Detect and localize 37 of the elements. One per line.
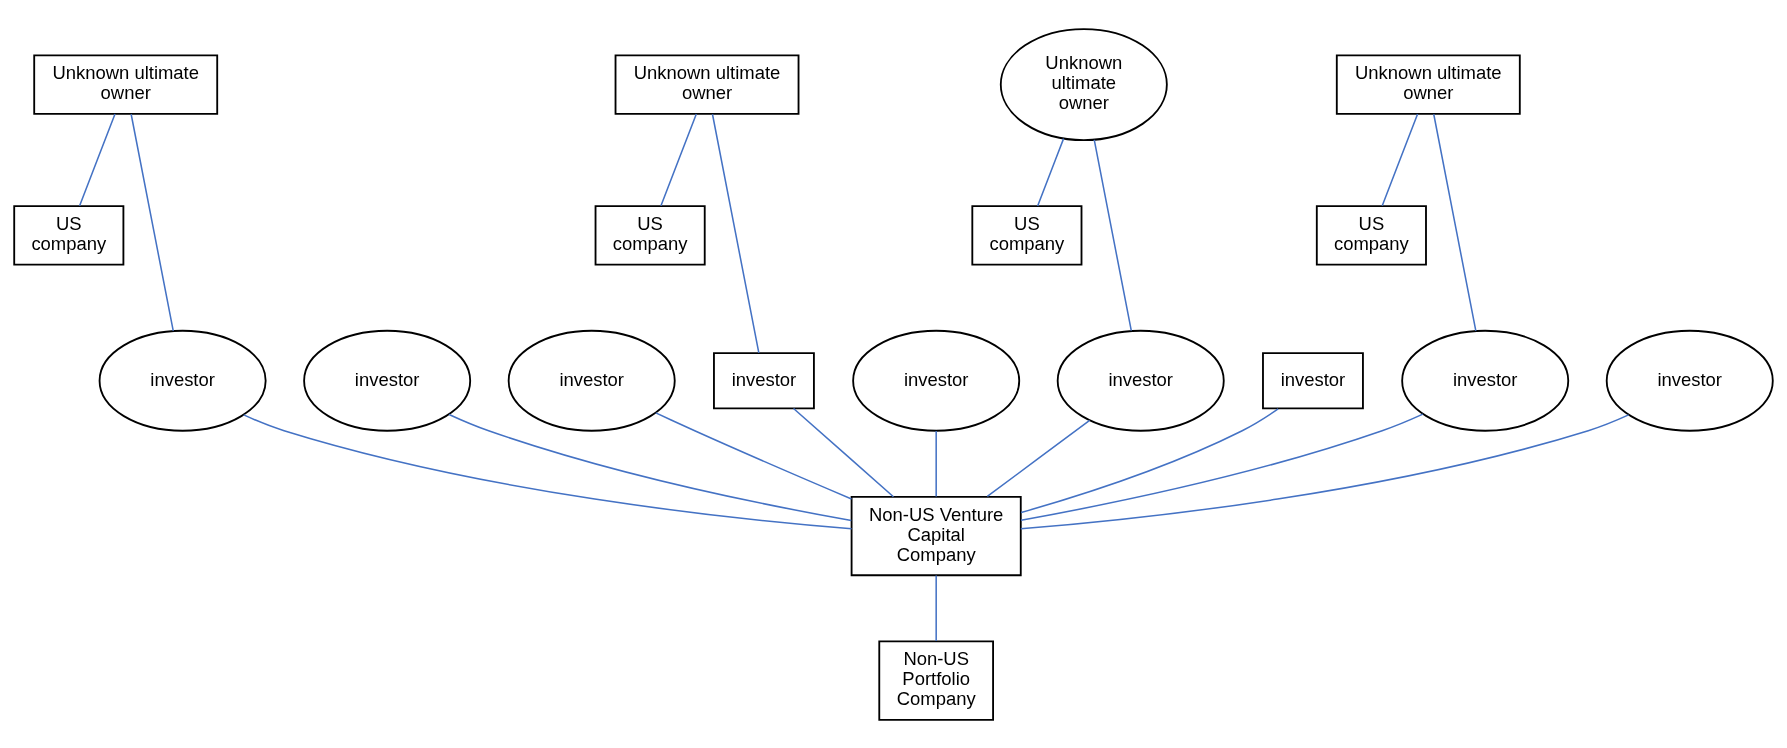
connector (448, 413, 853, 521)
connector (1036, 137, 1065, 207)
node-box: investor (1262, 351, 1364, 409)
node-ellipse: investor (507, 329, 676, 432)
connector (1381, 112, 1419, 206)
node-ellipse: investor (852, 329, 1021, 432)
connector (242, 413, 853, 530)
node-ellipse: investor (1605, 329, 1774, 432)
node-box: US company (1315, 204, 1427, 266)
node-box: US company (971, 204, 1083, 266)
connector (1433, 112, 1477, 332)
node-box: US company (594, 204, 706, 266)
node-ellipse: investor (1056, 329, 1225, 432)
connector (935, 429, 937, 497)
connector (935, 574, 937, 642)
node-box: Unknown ultimate owner (614, 53, 800, 115)
connector (792, 407, 895, 497)
node-ellipse: investor (1401, 329, 1570, 432)
connector (1093, 138, 1133, 331)
node-box: US company (13, 204, 125, 266)
node-box: Non-US Portfolio Company (878, 640, 994, 721)
connector (711, 112, 760, 354)
connector (986, 419, 1091, 497)
connector (1020, 407, 1279, 513)
node-box: investor (713, 351, 815, 409)
connector (130, 112, 174, 332)
node-box: Unknown ultimate owner (33, 53, 219, 115)
connector (78, 112, 116, 206)
node-ellipse: investor (98, 329, 267, 432)
connector (1020, 413, 1630, 530)
node-ellipse: investor (303, 329, 472, 432)
node-ellipse: Unknown ultimate owner (999, 27, 1168, 141)
node-box: Unknown ultimate owner (1335, 53, 1521, 115)
connector (655, 411, 853, 500)
connector (1020, 412, 1424, 521)
node-box: Non-US Venture Capital Company (850, 495, 1022, 576)
connector (660, 112, 698, 206)
